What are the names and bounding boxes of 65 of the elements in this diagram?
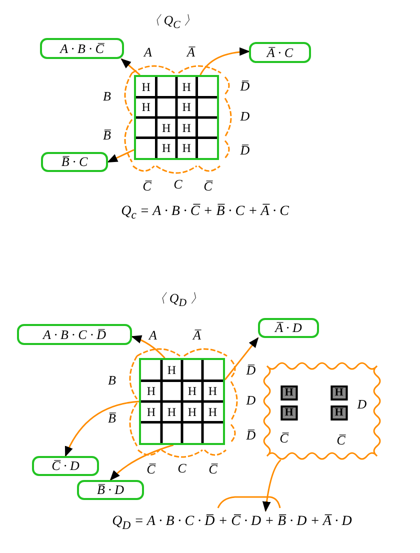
cell-mark: H [182, 101, 191, 114]
axis-label: A̅ [193, 328, 201, 342]
equation: Q$_{c}$ = A · B · C̅ + B̅ · C + A̅ · C [121, 204, 289, 222]
term-box: A̅ · C [249, 42, 311, 63]
axis-label: C̅ [280, 432, 288, 444]
axis-label: B̅ [103, 128, 111, 142]
cell-mark: H [208, 406, 218, 418]
cell-mark: H [280, 406, 298, 420]
cell-mark: H [146, 385, 156, 398]
term-box: B̅ · D [77, 480, 144, 500]
axis-label: D̅ [240, 80, 250, 92]
karnaugh-map [134, 75, 219, 160]
cell-mark: H [280, 386, 298, 400]
term-box: A̅ · D [258, 318, 319, 338]
axis-label: D̅ [246, 428, 256, 442]
cell-mark: H [142, 101, 150, 114]
axis-label: B̅ [108, 412, 116, 424]
arrow [131, 336, 166, 359]
axis-label: D [357, 398, 367, 410]
cell-mark: H [167, 406, 176, 418]
karnaugh-map [139, 358, 225, 445]
term-box: B̅ · C [41, 152, 108, 172]
equation: Q$_{D}$ = A · B · C · D̅ + C̅ · D + B̅ · D + A̅ · D [64, 511, 400, 533]
cell-mark: H [146, 406, 156, 418]
cell-mark: H [182, 142, 191, 154]
arrow [110, 444, 174, 481]
cell-mark: H [182, 122, 191, 134]
axis-label: B [108, 374, 116, 386]
arrow [262, 460, 282, 512]
axis-label: C̅ [204, 180, 212, 192]
axis-label: B [103, 90, 111, 102]
axis-label: C̅ [208, 462, 218, 476]
axis-label: D̅ [240, 144, 250, 156]
wavy-inset-box [263, 362, 381, 460]
axis-label: D [246, 394, 256, 406]
cell-mark: H [162, 142, 171, 154]
cell-mark: H [330, 406, 348, 420]
axis-label: A [144, 46, 152, 58]
axis-label: C [178, 462, 186, 474]
arrow [107, 149, 134, 163]
term-box: C̅ · D [32, 456, 99, 476]
cell-mark: H [167, 364, 176, 376]
axis-label: D [240, 110, 250, 122]
arrow [200, 48, 250, 76]
axis-label: C̅ [336, 434, 346, 446]
cell-mark: H [162, 122, 171, 134]
map-heading: 〈 Q$_{D}$ 〉 [153, 291, 203, 309]
cell-mark: H [330, 386, 348, 400]
arrow [64, 400, 140, 457]
axis-label: C [174, 178, 182, 190]
cell-mark: H [142, 81, 150, 94]
cell-mark: H [182, 81, 191, 94]
axis-label: A [149, 328, 157, 342]
cell-mark: H [208, 385, 218, 398]
axis-label: A̅ [187, 46, 195, 58]
axis-label: C̅ [142, 180, 152, 192]
arrow [224, 337, 259, 380]
axis-label: D̅ [246, 364, 256, 376]
map-heading: 〈 Q$_{C}$ 〉 [147, 13, 197, 31]
term-box: A · B · C · D̅ [17, 324, 132, 345]
cell-mark: H [188, 406, 197, 418]
cell-mark: H [188, 385, 197, 398]
arrow [120, 58, 140, 76]
axis-label: C̅ [146, 462, 156, 476]
term-box: A · B · C̅ [40, 38, 124, 59]
